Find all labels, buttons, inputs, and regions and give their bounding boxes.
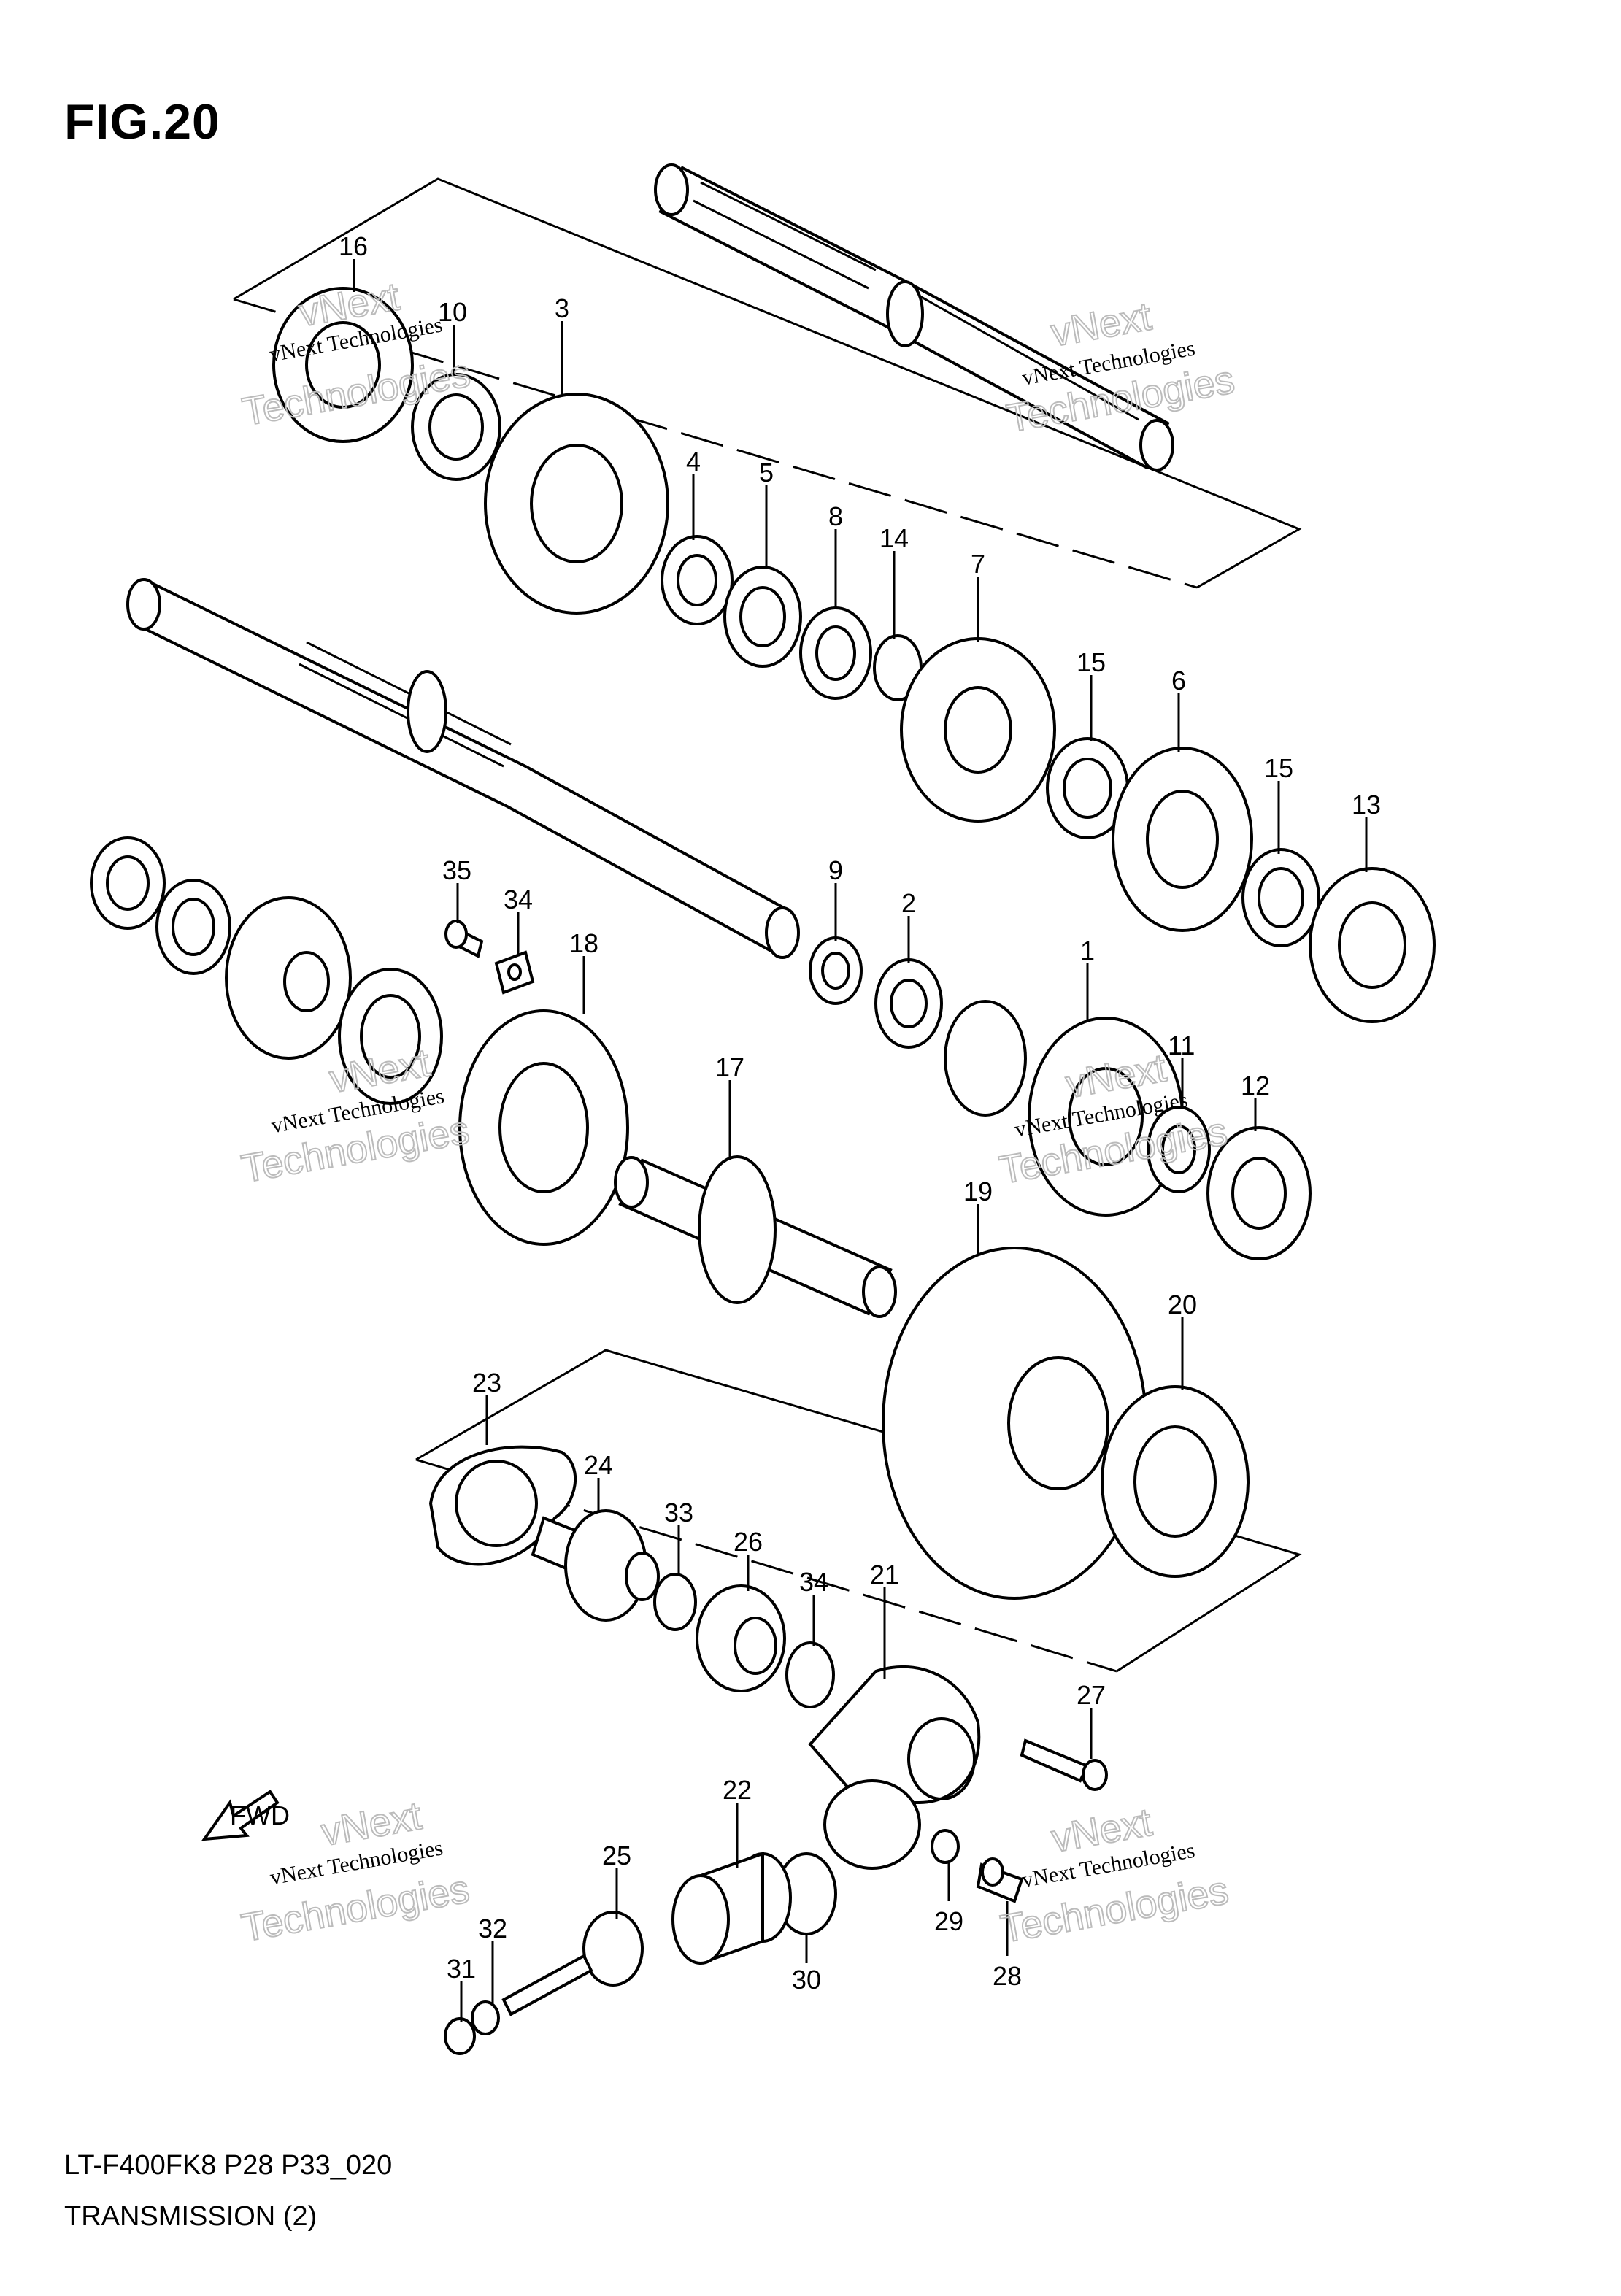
washer-15-upper <box>1046 737 1129 839</box>
callout-26: 26 <box>734 1527 763 1557</box>
housing-21 <box>808 1665 981 1870</box>
callout-4: 4 <box>686 447 701 477</box>
washer-11 <box>1147 1106 1211 1193</box>
washer-35 <box>494 950 535 995</box>
bushing-9 <box>809 936 863 1005</box>
gear-6 <box>1112 747 1253 932</box>
bearing-13 <box>1309 867 1436 1023</box>
callout-9: 9 <box>828 855 843 885</box>
o-ring-34 <box>785 1641 835 1708</box>
left-bearing <box>90 836 166 930</box>
callout-5: 5 <box>759 458 774 488</box>
callout-35: 34 <box>504 885 533 914</box>
bolt-28 <box>976 1857 1024 1903</box>
bushing-4 <box>661 535 734 625</box>
bearing-12 <box>1206 1126 1312 1260</box>
callout-8: 8 <box>828 501 843 531</box>
callout-23: 23 <box>472 1368 501 1398</box>
callout-30: 30 <box>792 1965 821 1995</box>
needle-bearing-5 <box>723 566 802 668</box>
callout-7: 7 <box>971 549 985 579</box>
needle-bearing-2 <box>874 958 943 1049</box>
callout-27: 27 <box>1077 1680 1106 1710</box>
washer-15-lower <box>1241 848 1320 947</box>
bearing-20 <box>1101 1385 1250 1578</box>
diagram-name: TRANSMISSION (2) <box>64 2201 317 2232</box>
callout-2: 2 <box>901 888 916 918</box>
callout-33: 33 <box>664 1498 693 1528</box>
callout-21: 21 <box>870 1560 899 1590</box>
left-washer <box>155 879 231 975</box>
watermark-middle-left: vNext Technologies vNext Technologies <box>238 1040 474 1192</box>
ring-31 <box>444 2017 476 2055</box>
washer-10 <box>411 373 501 481</box>
callout-14: 14 <box>879 523 909 553</box>
callout-20: 20 <box>1168 1290 1197 1320</box>
fwd-arrow-label: FWD <box>230 1800 290 1830</box>
bearing-19 <box>458 1009 629 1246</box>
drive-gear-24 <box>531 1509 660 1622</box>
callout-36: 35 <box>442 855 471 885</box>
bolt-27 <box>1020 1738 1108 1791</box>
callout-32: 32 <box>478 1914 507 1943</box>
callout-10: 10 <box>438 297 467 327</box>
output-shaft-17 <box>614 1155 897 1318</box>
callout-11: 11 <box>1168 1030 1195 1060</box>
callout-24: 24 <box>584 1450 613 1480</box>
driven-gear-25 <box>501 1911 644 2016</box>
callout-15-lower: 15 <box>1264 753 1293 783</box>
watermark-bottom-right: vNext Technologies vNext Technologies <box>997 1800 1233 1952</box>
callout-34: 34 <box>799 1567 828 1597</box>
fwd-arrow-icon: FWD <box>201 1790 290 1841</box>
callout-13: 13 <box>1352 790 1381 820</box>
countershaft-part <box>654 163 1174 471</box>
washer-8 <box>799 606 872 700</box>
driveshaft-part <box>126 578 800 959</box>
callout-19: 18 <box>569 928 598 958</box>
callout-12: 12 <box>1241 1071 1270 1101</box>
bevel-gear <box>225 896 352 1060</box>
gear-1 <box>944 1000 1184 1217</box>
upper-frame-dashed-line <box>233 298 1198 589</box>
diagram-code: LT-F400FK8 P28 P33_020 <box>64 2150 393 2181</box>
callout-3: 3 <box>555 293 569 323</box>
callout-25: 25 <box>602 1841 631 1871</box>
callout-28: 28 <box>993 1961 1022 1991</box>
shift-gear-7 <box>900 637 1056 823</box>
gear-3 <box>484 393 669 615</box>
callout-15-upper: 15 <box>1077 647 1106 677</box>
figure-title: FIG.20 <box>64 94 220 150</box>
callout-29: 29 <box>934 1906 963 1936</box>
ring-32 <box>471 2000 500 2035</box>
callout-6: 6 <box>1171 666 1186 696</box>
callout-18: 19 <box>963 1176 993 1206</box>
callout-1: 1 <box>1080 936 1095 966</box>
callout-22: 22 <box>723 1775 752 1805</box>
gear-18 <box>882 1247 1147 1600</box>
bearing-16 <box>272 287 414 443</box>
bushing-26 <box>696 1584 786 1692</box>
bolt-36 <box>444 920 484 958</box>
callout-17: 17 <box>715 1052 744 1082</box>
callout-31: 31 <box>447 1954 476 1984</box>
watermark-middle-right: vNext Technologies vNext Technologies <box>996 1045 1231 1193</box>
washer-29 <box>931 1829 960 1864</box>
leader-lines <box>353 259 1368 2022</box>
o-ring-33 <box>653 1573 697 1631</box>
bushing-22 <box>671 1852 792 1965</box>
upper-assembly-frame <box>233 177 1302 589</box>
callout-labels: 16 10 3 4 5 8 14 7 15 6 15 13 35 34 18 9… <box>339 231 1381 1995</box>
callout-16: 16 <box>339 231 368 261</box>
shim-ring <box>338 968 443 1105</box>
